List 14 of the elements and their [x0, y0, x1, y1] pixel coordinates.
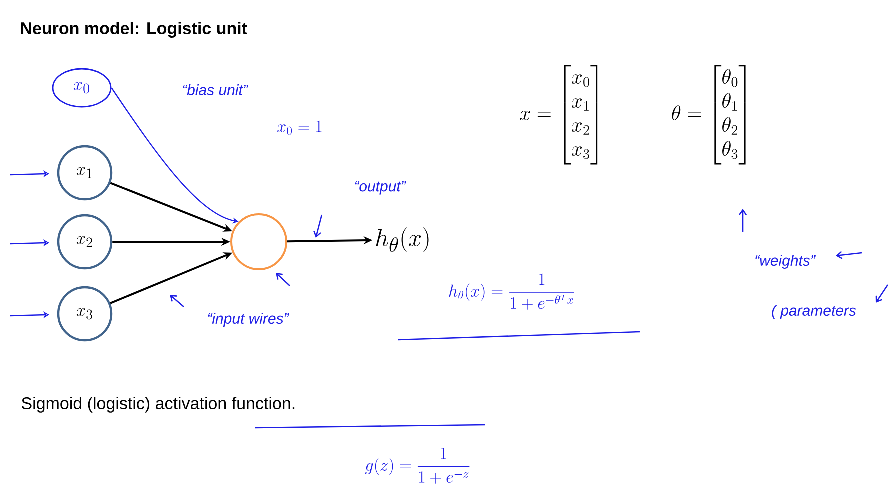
vector-formula: $\theta = \begin{bmatrix} \theta_0 \\ \theta_1 \\ \theta_2 \\ \theta_3 \end{bmatrix}$ — [672, 65, 746, 165]
title: Neuron model: Logistic unit — [21, 22, 248, 38]
neuron-circle — [230, 213, 288, 270]
note-text: ( parameters — [772, 305, 856, 319]
output-label: $h_\theta(x)$ — [376, 228, 429, 252]
note-text: “output” — [355, 181, 406, 195]
note-text: “input wires” — [208, 313, 290, 327]
vector-formula: $x = \begin{bmatrix} x_0 \\ x_1 \\ x_2 \\ x_3 \end{bmatrix}$ — [520, 65, 598, 165]
caption-text: Sigmoid (logistic) activation function. — [22, 397, 295, 413]
note-text: “bias unit” — [183, 84, 248, 96]
handwritten-formula: $h_\theta(x) = \frac{1}{1+e^{-\theta^T x}}$ — [449, 274, 574, 310]
note-formula: $x_0=1$ — [278, 120, 322, 136]
note-text: “weights” — [756, 255, 816, 269]
handwritten-formula: $g(z) = \frac{1}{1+e^{-z}}$ — [365, 448, 470, 484]
